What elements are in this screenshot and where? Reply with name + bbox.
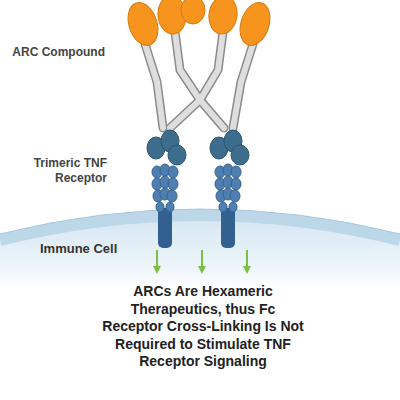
linker xyxy=(145,44,163,128)
arc-head xyxy=(181,0,205,24)
linker-fill xyxy=(145,32,253,128)
part-label: Trimeric TNF Receptor xyxy=(8,156,107,186)
arc-head xyxy=(235,0,275,49)
cell-body xyxy=(0,215,400,290)
signal-arrow xyxy=(246,250,248,270)
part-label: ARC Compound xyxy=(8,45,105,60)
receptor-domain xyxy=(167,190,177,202)
linker-outline xyxy=(145,32,253,128)
signal-arrow xyxy=(201,250,203,270)
linker xyxy=(233,44,253,128)
receptor-domains xyxy=(152,164,241,212)
cell-label: Immune Cell xyxy=(40,241,150,257)
linker xyxy=(145,44,163,128)
receptor-domain xyxy=(168,178,178,190)
arc-head xyxy=(206,0,239,36)
receptor-domain xyxy=(231,178,241,190)
receptor-domain xyxy=(219,202,227,212)
receptor-stalk xyxy=(158,208,172,248)
linker xyxy=(170,32,223,128)
arc-linkers xyxy=(145,32,253,128)
membrane-edge xyxy=(0,209,400,234)
ligand-domain xyxy=(168,145,186,165)
linker xyxy=(233,44,253,128)
receptor-domain xyxy=(230,190,240,202)
receptor-domain xyxy=(168,166,178,178)
ligand-domain xyxy=(231,145,249,165)
receptor-domain xyxy=(231,166,241,178)
linker xyxy=(170,32,223,128)
receptor-domain xyxy=(229,202,237,212)
ligand-domains xyxy=(147,130,249,165)
receptor-stalk xyxy=(221,208,235,248)
signal-arrow xyxy=(156,250,158,270)
arc-heads xyxy=(123,0,275,49)
receptor-domain xyxy=(166,202,174,212)
immune-cell: Immune Cell xyxy=(0,195,400,290)
conclusion-caption: ARCs Are Hexameric Therapeutics, thus Fc… xyxy=(100,283,306,371)
arc-head xyxy=(123,0,163,49)
cell-membrane xyxy=(0,215,400,240)
receptor-domain xyxy=(156,202,164,212)
